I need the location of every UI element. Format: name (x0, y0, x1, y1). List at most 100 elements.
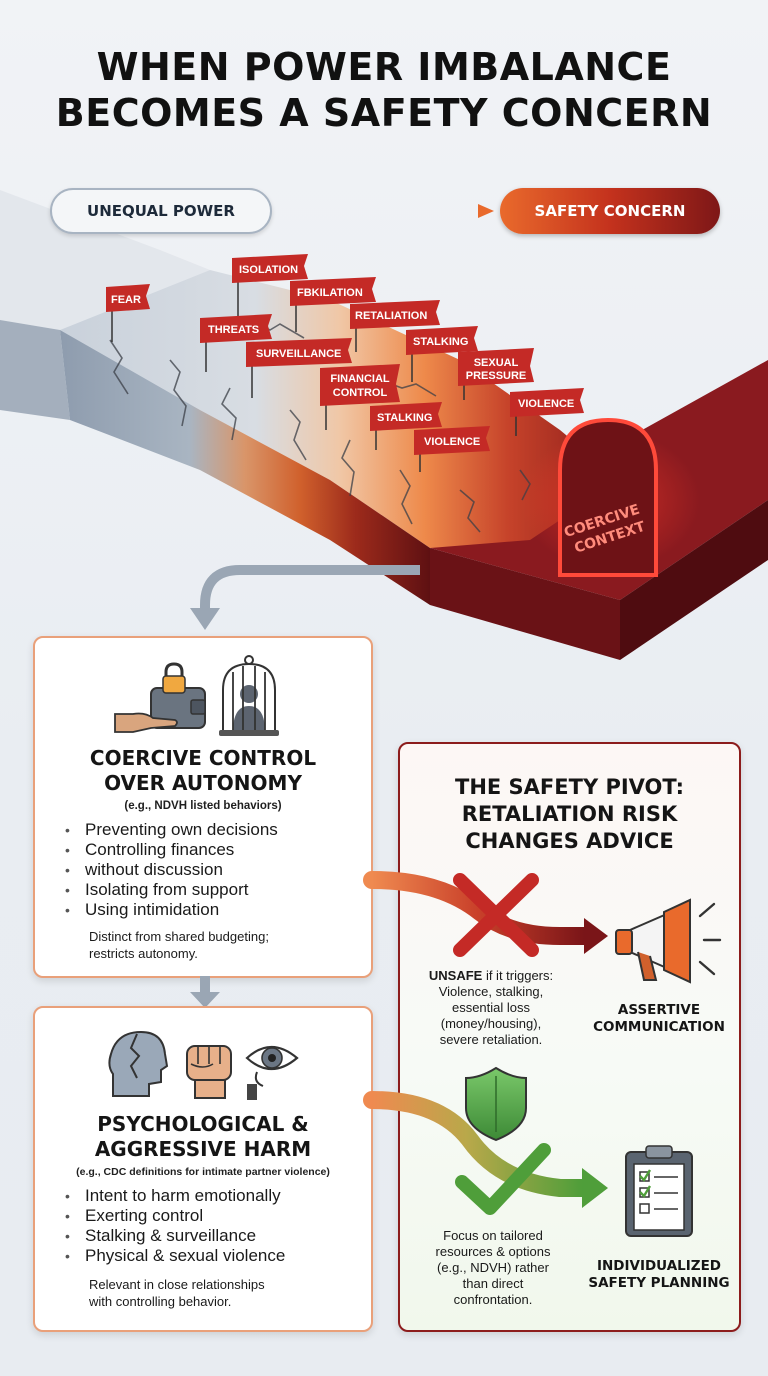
pivot-title-line-2: RETALIATION RISK (461, 802, 678, 826)
flag-retaliation: RETALIATION (350, 300, 440, 352)
progression-arrow-head (478, 204, 494, 218)
flag-label: FBKILATION (297, 287, 363, 299)
card1-bullet-list: Preventing own decisions Controlling fin… (65, 820, 278, 920)
list-item: Isolating from support (65, 880, 278, 900)
flag-stalking-1: STALKING (406, 326, 478, 382)
down-arrow-to-card (200, 565, 420, 612)
card-connector-arrow (190, 976, 220, 1008)
unsafe-line: essential loss (451, 1000, 531, 1015)
focus-description: Focus on tailored resources & options (e… (418, 1228, 568, 1308)
safe-flow-arrow (363, 1091, 591, 1197)
bridge-side (60, 330, 430, 605)
flag-label: RETALIATION (355, 310, 427, 322)
card2-heading-line-1: PSYCHOLOGICAL & (97, 1112, 309, 1136)
unsafe-x-icon (453, 873, 539, 957)
focus-line: resources & options (435, 1244, 551, 1259)
unsafe-flow-arrow (363, 871, 593, 945)
unsafe-description: UNSAFE if it triggers: Violence, stalkin… (420, 968, 562, 1048)
right-platform-side (430, 548, 620, 660)
flag-label: SURVEILLANCE (256, 348, 341, 360)
pivot-title-line-3: CHANGES ADVICE (465, 829, 674, 853)
list-item: Exerting control (65, 1206, 285, 1226)
title-line-2: BECOMES A SAFETY CONCERN (55, 91, 713, 135)
flag-violence-2: VIOLENCE (510, 388, 584, 436)
list-item: Controlling finances (65, 840, 278, 860)
focus-line: Focus on tailored (443, 1228, 543, 1243)
list-item: Stalking & surveillance (65, 1226, 285, 1246)
card1-subtitle: (e.g., NDVH listed behaviors) (124, 800, 282, 812)
power-bridge-illustration: COERCIVE CONTEXT FEAR ISOLATION FBKILATI… (0, 190, 768, 660)
left-ledge-side (0, 320, 70, 420)
flag-surveillance: SURVEILLANCE (246, 338, 352, 398)
unsafe-flow-arrow-head (584, 918, 608, 954)
pivot-title-line-1: THE SAFETY PIVOT: (455, 775, 684, 799)
focus-line: than direct (462, 1276, 524, 1291)
coercive-control-card: COERCIVE CONTROL OVER AUTONOMY (e.g., ND… (33, 636, 373, 978)
shield-icon (465, 1066, 527, 1142)
card2-subtitle: (e.g., CDC definitions for intimate part… (76, 1166, 330, 1178)
card2-bullet-list: Intent to harm emotionally Exerting cont… (65, 1186, 285, 1266)
wallet-lock-icon (114, 662, 206, 733)
flag-label: STALKING (377, 412, 432, 424)
psychological-harm-card: PSYCHOLOGICAL & AGGRESSIVE HARM (e.g., C… (33, 1006, 373, 1332)
card1-heading-line-1: COERCIVE CONTROL (89, 746, 317, 770)
assertive-communication-label: ASSERTIVE COMMUNICATION (586, 1002, 732, 1036)
safety-concern-pill: SAFETY CONCERN (500, 188, 720, 234)
flag-isolation: ISOLATION (232, 254, 308, 322)
bridge-cracks (109, 319, 531, 533)
safety-planning-label: INDIVIDUALIZED SAFETY PLANNING (580, 1258, 738, 1292)
harm-icons-group (108, 1030, 299, 1100)
unsafe-trigger-text: if it triggers: (482, 968, 554, 983)
flag-label: FEAR (111, 294, 141, 306)
flag-fbkilation: FBKILATION (290, 277, 376, 332)
list-item: Intent to harm emotionally (65, 1186, 285, 1206)
unsafe-label: UNSAFE (428, 968, 483, 983)
unsafe-line: severe retaliation. (439, 1032, 543, 1047)
card1-heading-line-2: OVER AUTONOMY (104, 771, 302, 795)
flag-fear: FEAR (106, 284, 150, 342)
assertive-line-2: COMMUNICATION (593, 1019, 725, 1035)
safe-flow-arrow-head (582, 1168, 608, 1208)
planning-line-2: SAFETY PLANNING (588, 1275, 730, 1291)
list-item: Physical & sexual violence (65, 1246, 285, 1266)
list-item: without discussion (65, 860, 278, 880)
flag-label: STALKING (413, 336, 468, 348)
pivot-title: THE SAFETY PIVOT: RETALIATION RISK CHANG… (400, 774, 739, 855)
birdcage-icon (219, 655, 279, 736)
card2-note-line-2: with controlling behavior. (89, 1294, 232, 1309)
fist-icon (186, 1045, 232, 1099)
check-icon (455, 1143, 551, 1215)
focus-line: confrontation. (453, 1292, 533, 1307)
card2-heading: PSYCHOLOGICAL & AGGRESSIVE HARM (35, 1112, 371, 1162)
flag-threats: THREATS (200, 314, 272, 372)
card1-heading: COERCIVE CONTROL OVER AUTONOMY (35, 746, 371, 796)
flag-label: THREATS (208, 324, 259, 336)
unequal-power-pill: UNEQUAL POWER (50, 188, 272, 234)
card1-note-line-1: Distinct from shared budgeting; (89, 929, 269, 944)
card1-note: Distinct from shared budgeting; restrict… (89, 928, 269, 962)
clipboard-checklist-icon (625, 1145, 693, 1237)
left-ledge-top (0, 190, 210, 330)
focus-line: (e.g., NDVH) rather (437, 1260, 549, 1275)
eye-surveillance-icon (245, 1045, 299, 1100)
planning-line-1: INDIVIDUALIZED (596, 1258, 722, 1274)
title-line-1: WHEN POWER IMBALANCE (96, 45, 672, 89)
card1-note-line-2: restricts autonomy. (89, 946, 198, 961)
megaphone-icon (615, 898, 722, 984)
unsafe-line: (money/housing), (440, 1016, 542, 1031)
flag-label: VIOLENCE (518, 398, 574, 410)
page-title: WHEN POWER IMBALANCE BECOMES A SAFETY CO… (0, 44, 768, 136)
card2-heading-line-2: AGGRESSIVE HARM (94, 1137, 312, 1161)
flag-label: VIOLENCE (424, 436, 480, 448)
unsafe-line: Violence, stalking, (438, 984, 544, 999)
flag-violence-1: VIOLENCE (414, 426, 490, 472)
list-item: Using intimidation (65, 900, 278, 920)
down-arrow-head (190, 608, 220, 630)
broken-head-icon (108, 1030, 169, 1097)
right-platform-end (620, 500, 768, 660)
